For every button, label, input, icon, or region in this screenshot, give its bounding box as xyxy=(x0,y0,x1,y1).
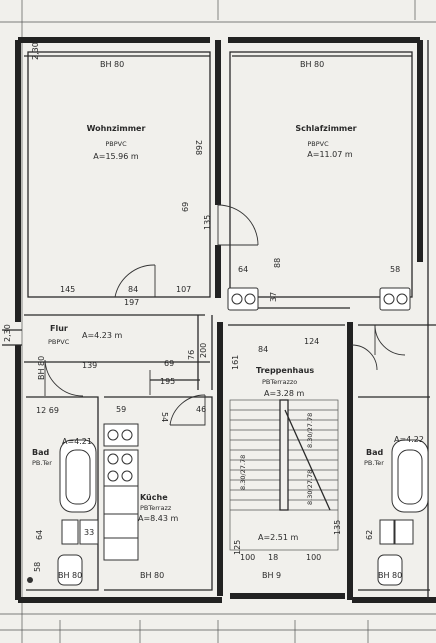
dim-100: 100 xyxy=(240,553,255,562)
room-schlafzimmer: Schlafzimmer PBPVC A=11.07 m xyxy=(295,124,356,159)
dim-59: 59 xyxy=(116,405,126,414)
dim-54: 54 xyxy=(160,412,169,422)
dim-bh-80: BH 80 xyxy=(37,356,46,380)
fixtures xyxy=(27,287,429,586)
dim-124: 124 xyxy=(304,337,319,346)
dim-100b: 100 xyxy=(306,553,321,562)
dim-64: 64 xyxy=(238,265,248,274)
room-treppenhaus: Treppenhaus PBTerrazzo A=3.28 m xyxy=(256,366,314,398)
dim-bh-bad-right: BH 80 xyxy=(378,571,402,580)
dim-18: 18 xyxy=(268,553,278,562)
dim-stair-a: 8.30/27.78 xyxy=(239,455,247,490)
landing: A=2.51 m xyxy=(258,533,299,542)
dim-stair-b: 8.30/27.78 xyxy=(306,413,314,448)
room-floor: PBPVC xyxy=(48,338,70,346)
dim-139: 139 xyxy=(82,361,97,370)
dim-84: 84 xyxy=(128,285,138,294)
room-area: A=11.07 m xyxy=(307,150,353,159)
room-floor: PB.Ter xyxy=(32,459,52,467)
room-name: Wohnzimmer xyxy=(87,124,146,133)
dim-107: 107 xyxy=(176,285,191,294)
dim-125: 125 xyxy=(233,540,242,555)
dim-69b: 69 xyxy=(164,359,174,368)
room-area: A=15.96 m xyxy=(93,152,139,161)
room-floor: PB.Ter xyxy=(364,459,384,467)
doors xyxy=(44,204,406,426)
room-area: A=4.23 m xyxy=(82,331,123,340)
dim-200: 200 xyxy=(199,343,208,358)
room-area: A=3.28 m xyxy=(264,389,305,398)
room-name: Küche xyxy=(140,493,168,502)
dim-bh-treppe: BH 9 xyxy=(262,571,281,580)
inner-walls xyxy=(2,40,436,600)
dim-stair-c: 8.30/27.78 xyxy=(306,470,314,505)
dim-58: 58 xyxy=(390,265,400,274)
landing-area: A=2.51 m xyxy=(258,533,299,542)
room-name: Treppenhaus xyxy=(256,366,314,375)
dim-33: 33 xyxy=(84,528,94,537)
room-bad-right: Bad PB.Ter A=4.22 xyxy=(364,435,424,467)
dim-230b: 2,30 xyxy=(3,324,12,342)
room-floor: PBPVC xyxy=(105,140,127,148)
walls xyxy=(15,37,436,603)
dim-161: 161 xyxy=(231,355,240,370)
dim-135: 135 xyxy=(203,215,212,230)
dim-268: 268 xyxy=(194,140,203,155)
dimensions: BH 80 BH 80 2,30 268 69 135 145 84 197 1… xyxy=(3,42,402,580)
room-area: A=4.21 xyxy=(62,437,92,446)
dim-bh-bad-left: BH 80 xyxy=(58,571,82,580)
dim-145: 145 xyxy=(60,285,75,294)
dim-197: 197 xyxy=(124,298,139,307)
dim-88: 88 xyxy=(273,258,282,268)
dim-135b: 135 xyxy=(333,520,342,535)
room-area: A=8.43 m xyxy=(138,514,179,523)
room-kueche: Küche PBTerrazz A=8.43 m xyxy=(138,493,179,523)
dim-37: 37 xyxy=(269,292,278,302)
dim-12-69: 12 69 xyxy=(36,406,59,415)
dim-195: 195 xyxy=(160,377,175,386)
room-name: Bad xyxy=(32,448,49,457)
room-wohnzimmer: Wohnzimmer PBPVC A=15.96 m xyxy=(87,124,146,161)
room-bad-left: Bad PB.Ter A=4.21 xyxy=(32,437,92,467)
dim-bh-wohn: BH 80 xyxy=(100,60,124,69)
staircase xyxy=(229,399,339,551)
room-name: Schlafzimmer xyxy=(295,124,356,133)
room-floor: PBPVC xyxy=(307,140,329,148)
dim-230: 2,30 xyxy=(31,42,40,60)
dim-bh-kueche: BH 80 xyxy=(140,571,164,580)
dim-bh-schlaf: BH 80 xyxy=(300,60,324,69)
dim-58b: 58 xyxy=(33,562,42,572)
dim-62: 62 xyxy=(365,530,374,540)
room-name: Flur xyxy=(50,324,68,333)
room-name: Bad xyxy=(366,448,383,457)
room-flur: Flur PBPVC A=4.23 m xyxy=(48,324,123,346)
dim-46: 46 xyxy=(196,405,206,414)
room-floor: PBTerrazz xyxy=(140,504,172,512)
dim-84b: 84 xyxy=(258,345,268,354)
room-floor: PBTerrazzo xyxy=(262,378,297,386)
dim-69: 69 xyxy=(181,202,190,212)
dim-76: 76 xyxy=(187,350,196,360)
dim-64b: 64 xyxy=(35,530,44,540)
room-area: A=4.22 xyxy=(394,435,424,444)
